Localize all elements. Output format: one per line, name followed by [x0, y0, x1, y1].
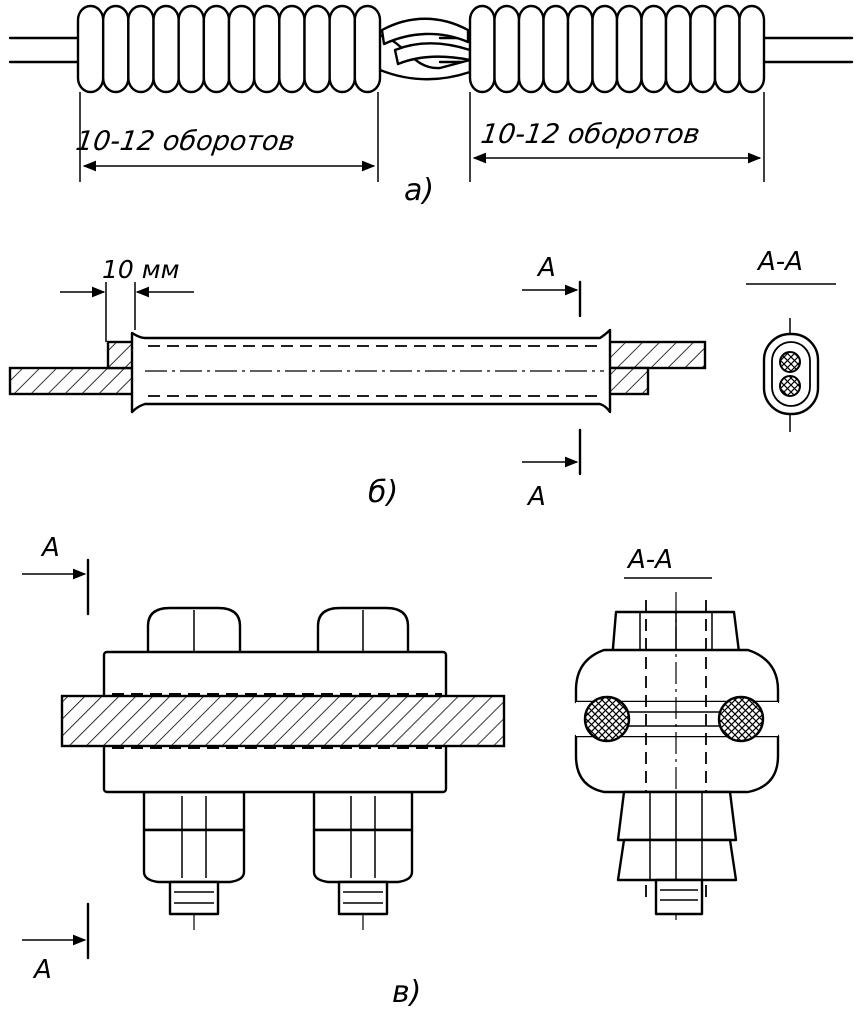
turns-label-right: 10-12 оборотов [479, 119, 702, 150]
coil-turn [591, 4, 619, 94]
coil-turn [493, 4, 521, 94]
coil-turn [303, 4, 331, 94]
bolt [312, 606, 414, 930]
section-view-b: А-А [746, 247, 836, 432]
section-marker-bottom: А [522, 428, 582, 512]
coil-turn [227, 4, 256, 94]
coil-turn [353, 4, 382, 94]
coil-turn [127, 4, 155, 94]
section-marker-bottom-c: А [22, 902, 90, 985]
coil-turn [202, 4, 231, 94]
coil-turn [252, 4, 281, 94]
coil-turn [152, 4, 180, 94]
coil-turn [177, 4, 206, 94]
caption-a: а) [404, 173, 434, 208]
turns-label-left: 10-12 оборотов [74, 126, 297, 157]
coil-turn [278, 4, 306, 94]
bolt [142, 606, 246, 930]
coil-turn [738, 4, 766, 94]
section-marker-top: А [522, 253, 582, 318]
caption-c: в) [392, 975, 421, 1010]
figure-b-sleeve-joint: 10 мм А А А-А б) [8, 247, 836, 512]
coil-turn [328, 4, 357, 94]
wire-left-section [8, 340, 140, 396]
coil-turn [615, 4, 643, 94]
twist-center [376, 17, 472, 81]
section-title-b: А-А [756, 247, 803, 277]
clamp-plates [102, 650, 448, 794]
coils-left [76, 4, 382, 94]
coil-turn [76, 4, 105, 94]
coil-turn [517, 4, 545, 94]
section-marker-top-c: А [22, 533, 90, 616]
section-mark-top-b: А [536, 253, 556, 283]
dimension-label: 10 мм [102, 255, 179, 284]
coil-turn [101, 4, 130, 94]
section-mark-bottom-b: А [526, 482, 546, 512]
coil-turn [566, 4, 594, 94]
figure-c-clamp-joint: А А А-А [22, 533, 780, 1010]
section-mark-bottom-c: А [32, 955, 52, 985]
dimension-right: 10-12 оборотов [469, 92, 765, 182]
dimension-left: 10-12 оборотов [74, 92, 379, 182]
coil-turn [664, 4, 692, 94]
section-title-c: А-А [626, 545, 673, 575]
coil-turn [468, 4, 496, 94]
coil-turn [542, 4, 570, 94]
sleeve [130, 328, 612, 414]
coil-turn [640, 4, 668, 94]
bolts-side-view [142, 606, 414, 930]
section-mark-top-c: А [40, 533, 60, 563]
wire-section-c [60, 693, 506, 749]
coil-turn [689, 4, 717, 94]
wire-right-section [598, 340, 707, 396]
coils-right [468, 4, 766, 94]
section-view-c: А-А [574, 545, 780, 920]
dimension-10mm: 10 мм [60, 255, 194, 342]
figure-a-twisted-joint: 10-12 оборотов 10-12 оборотов а) [8, 4, 854, 208]
caption-b: б) [368, 475, 398, 510]
coil-turn [713, 4, 741, 94]
